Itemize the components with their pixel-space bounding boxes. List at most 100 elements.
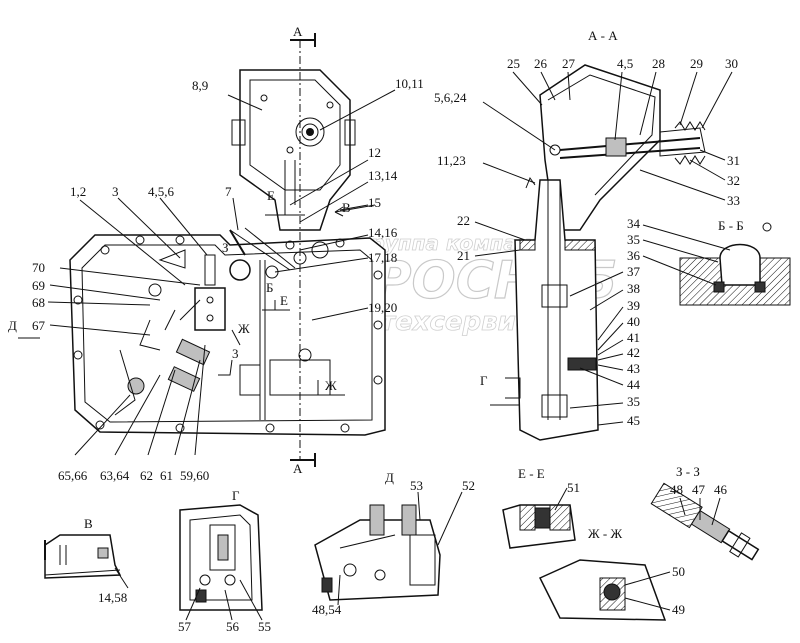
callout-67: 67 [32, 318, 46, 333]
gearbox-housing [69, 234, 386, 436]
bearing-cap [295, 117, 325, 147]
callout-47: 47 [692, 482, 706, 497]
callout-19-20: 19,20 [368, 300, 397, 315]
callout-48-54: 48,54 [312, 602, 342, 617]
mark-e-top: Е [267, 188, 275, 203]
callout-4-5: 4,5 [617, 56, 633, 71]
callout-65-66: 65,66 [58, 468, 88, 483]
callout-57: 57 [178, 619, 192, 634]
callout-68: 68 [32, 295, 45, 310]
title-ee: Е - Е [518, 466, 545, 481]
callout-48: 48 [670, 482, 683, 497]
callout-37: 37 [627, 264, 641, 279]
callout-13-14: 13,14 [368, 168, 398, 183]
callout-44: 44 [627, 377, 641, 392]
title-d: Д [385, 470, 394, 485]
lever-hub [229, 259, 251, 281]
watermark-bottom: техсервис [380, 307, 532, 337]
callout-33: 33 [727, 193, 740, 208]
view-v: В 14,58 [44, 516, 129, 605]
callout-69: 69 [32, 278, 45, 293]
mark-zh-mid: Ж [238, 321, 250, 336]
section-ee: Е - Е 51 [502, 466, 580, 549]
mark-g-side: Г [480, 373, 488, 388]
title-zz: Ж - Ж [588, 526, 622, 541]
callout-50: 50 [672, 564, 685, 579]
callout-25: 25 [507, 56, 520, 71]
callout-59-60: 59,60 [180, 468, 209, 483]
callout-34: 34 [627, 216, 641, 231]
section-33: З - З 48 47 46 [650, 464, 760, 561]
callout-53: 53 [410, 478, 423, 493]
callout-55: 55 [258, 619, 271, 634]
title-33: З - З [676, 464, 700, 479]
callout-30: 30 [725, 56, 738, 71]
fittings [114, 249, 211, 416]
callout-56: 56 [226, 619, 240, 634]
section-aa-callouts: 25 26 27 4,5 28 29 30 5,6,24 31 11,23 32… [434, 56, 740, 428]
callout-22: 22 [457, 213, 470, 228]
title-bb: Б - Б [718, 218, 744, 233]
title-v: В [84, 516, 93, 531]
callout-70: 70 [32, 260, 45, 275]
callout-61: 61 [160, 468, 173, 483]
callout-45: 45 [627, 413, 640, 428]
callout-10-11: 10,11 [395, 76, 424, 91]
callout-43: 43 [627, 361, 640, 376]
mark-e-mid: Е [280, 293, 288, 308]
callout-40: 40 [627, 314, 640, 329]
mark-z-small: З [222, 240, 229, 255]
main-view [18, 33, 386, 467]
mark-d-side: Д [8, 318, 17, 333]
callout-51: 51 [567, 480, 580, 495]
callout-38: 38 [627, 281, 640, 296]
mark-b: Б [266, 280, 273, 295]
callout-49: 49 [672, 602, 685, 617]
callout-36: 36 [627, 248, 641, 263]
callout-14-58: 14,58 [98, 590, 127, 605]
mark-v: В [342, 200, 351, 215]
callout-52: 52 [462, 478, 475, 493]
callout-4-5-6: 4,5,6 [148, 184, 175, 199]
callout-29: 29 [690, 56, 703, 71]
callout-3: 3 [112, 184, 119, 199]
callout-3b: 3 [232, 346, 239, 361]
callout-32: 32 [727, 173, 740, 188]
callout-63-64: 63,64 [100, 468, 130, 483]
callout-15: 15 [368, 195, 381, 210]
callout-62: 62 [140, 468, 153, 483]
section-bb: Б - Б [642, 218, 791, 306]
mark-a-bottom: А [293, 461, 303, 476]
view-d: Д 53 52 48,54 [312, 470, 475, 617]
b-section-marker [762, 222, 772, 232]
callout-26: 26 [534, 56, 548, 71]
callout-41: 41 [627, 330, 640, 345]
callout-14-16: 14,16 [368, 225, 398, 240]
callout-27: 27 [562, 56, 576, 71]
callout-21: 21 [457, 248, 470, 263]
callout-35b: 35 [627, 394, 640, 409]
main-leaders [47, 89, 396, 456]
callout-35: 35 [627, 232, 640, 247]
section-aa-leaders [474, 71, 733, 426]
section-marks: А А В Е Е Б Ж Ж Д Г З [8, 24, 488, 476]
callout-11-23: 11,23 [437, 153, 466, 168]
upper-cover [239, 69, 351, 231]
title-aa: А - А [588, 28, 618, 43]
section-zz: Ж - Ж 50 49 [538, 526, 685, 621]
title-g: Г [232, 488, 240, 503]
callout-42: 42 [627, 345, 640, 360]
callout-46: 46 [714, 482, 728, 497]
valve-block [194, 287, 226, 331]
mark-zh-bottom: Ж [325, 378, 337, 393]
callout-8-9: 8,9 [192, 78, 208, 93]
callout-5-6-24: 5,6,24 [434, 90, 467, 105]
callout-1-2: 1,2 [70, 184, 86, 199]
callout-39: 39 [627, 298, 640, 313]
callout-17-18: 17,18 [368, 250, 397, 265]
callout-7: 7 [225, 184, 232, 199]
callout-12: 12 [368, 145, 381, 160]
mark-a-top: А [293, 24, 303, 39]
